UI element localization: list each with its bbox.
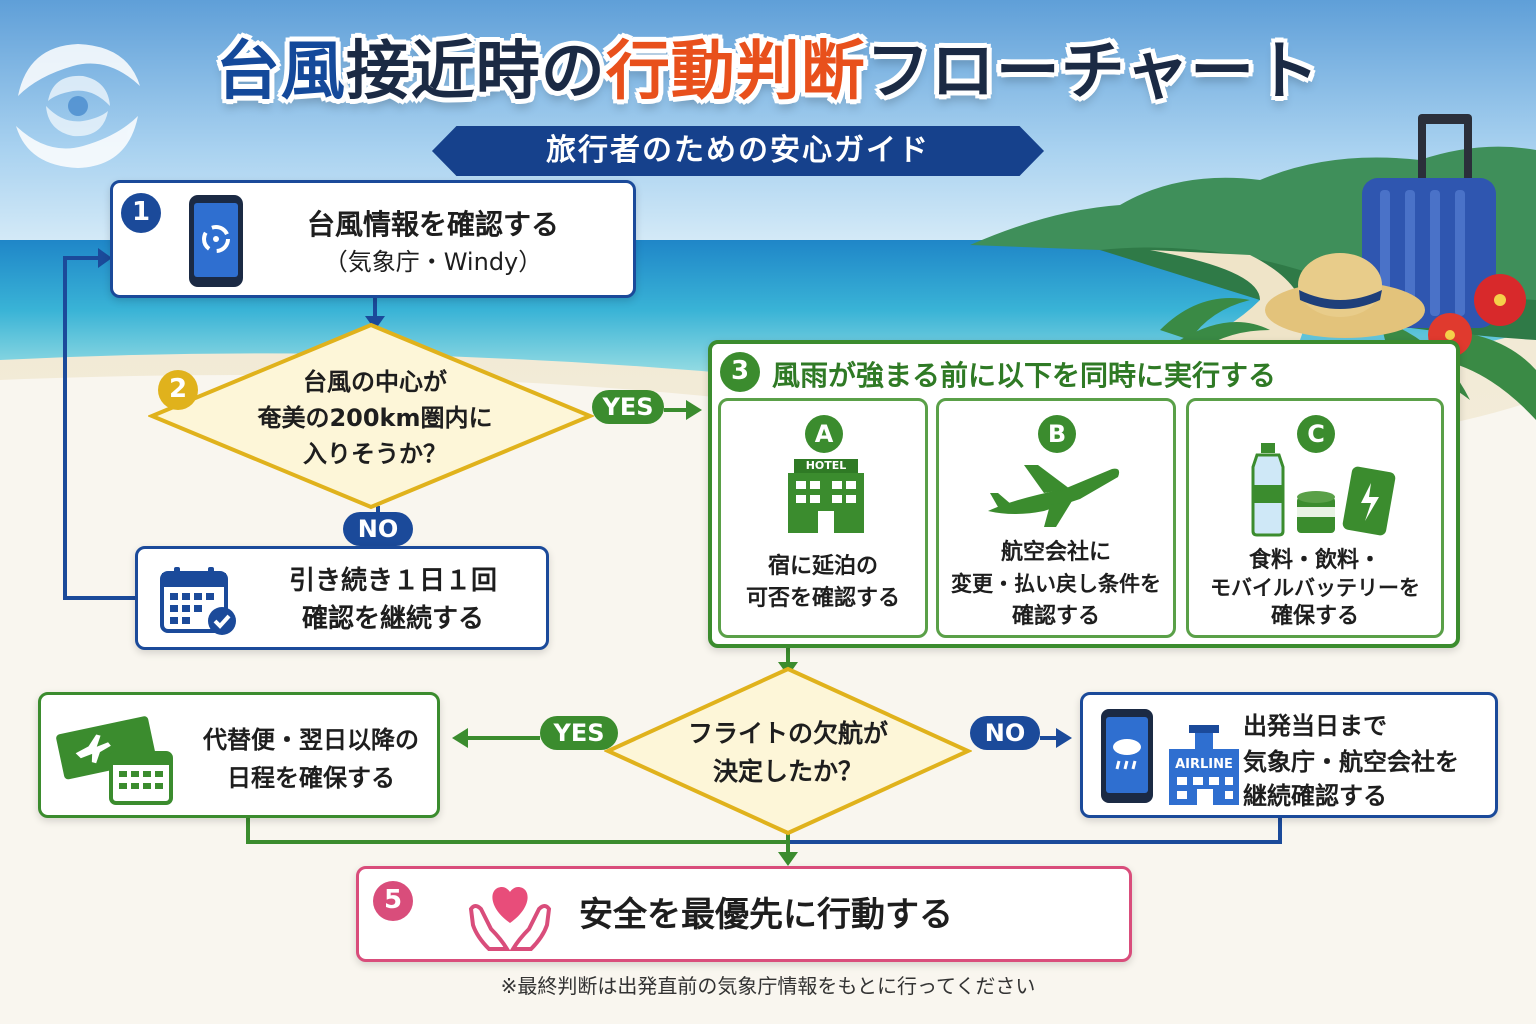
hotel-sign: HOTEL [805, 459, 847, 472]
monitoring-line3: 継続確認する [1243, 782, 1387, 810]
step5-box: 5 安全を最優先に行動する [356, 866, 1132, 962]
airplane-icon [988, 465, 1120, 527]
step4-decision-diamond [604, 666, 972, 836]
step2-decision-diamond [148, 322, 594, 510]
monitoring-line2: 気象庁・航空会社を [1243, 748, 1459, 776]
step4-no-label: NO [970, 716, 1040, 750]
alternative-flight-box: 代替便・翌日以降の 日程を確保する [38, 692, 440, 818]
step2-no-label: NO [343, 512, 413, 546]
step2-number: 2 [158, 370, 198, 410]
phone-airline-icon [1101, 709, 1239, 805]
card-a-line2: 可否を確認する [745, 586, 900, 611]
ticket-calendar-icon [56, 716, 173, 805]
airline-sign: AIRLINE [1175, 757, 1233, 772]
step4-question-line1: フライトの欠航が [687, 719, 888, 748]
supplies-icon [1251, 443, 1396, 537]
card-a-letter: A [805, 415, 843, 453]
title-part-typhoon: 台風 [215, 35, 346, 109]
step2-question-line3: 入りそうか？ [303, 440, 447, 468]
recheck-line2: 確認を継続する [301, 604, 484, 634]
step1-box: 1 台風情報を確認する （気象庁・Windy） [110, 180, 636, 298]
step1-title: 台風情報を確認する [306, 208, 559, 241]
step3-number: 3 [720, 352, 760, 392]
card-a-line1: 宿に延泊の [767, 554, 878, 579]
step1-sources: （気象庁・Windy） [323, 248, 543, 276]
step1-number: 1 [121, 193, 161, 233]
card-b-line3: 確認する [1011, 604, 1100, 629]
footnote: ※最終判断は出発直前の気象庁情報をもとに行ってください [500, 974, 1036, 998]
continue-monitoring-box: AIRLINE 出発当日まで 気象庁・航空会社を 継続確認する [1080, 692, 1498, 818]
step3-heading: 風雨が強まる前に以下を同時に実行する [772, 359, 1277, 392]
recheck-line1: 引き続き１日１回 [288, 566, 497, 596]
straw-hat-icon [1265, 253, 1425, 338]
alternative-line1: 代替便・翌日以降の [203, 726, 419, 754]
step5-text: 安全を最優先に行動する [579, 895, 953, 935]
hotel-icon [788, 459, 864, 533]
subtitle-banner: 旅行者のための安心ガイド [432, 126, 1044, 176]
card-c-line2: モバイルバッテリーを [1210, 576, 1420, 600]
title-part-approach: 接近時の [345, 35, 606, 109]
step2-question-line1: 台風の中心が [303, 368, 447, 396]
action-card-a: A HOTEL 宿に延泊の 可否を確認する [718, 398, 928, 638]
monitoring-line1: 出発当日まで [1243, 712, 1387, 740]
step2-yes-label: YES [592, 390, 664, 424]
title-part-flowchart: フローチャート [865, 35, 1321, 109]
heart-hands-icon [468, 887, 552, 951]
step4-question-line2: 決定したか？ [712, 757, 863, 786]
action-card-c: C 食料・飲料・ モバイルバッテリーを 確保する [1186, 398, 1444, 638]
smartphone-typhoon-icon [189, 195, 243, 287]
page-title: 台風接近時の行動判断フローチャート [0, 20, 1536, 112]
step2-question-line2: 奄美の200km圏内に [257, 404, 493, 432]
calendar-check-icon [160, 567, 236, 635]
recheck-daily-box: 引き続き１日１回 確認を継続する [135, 546, 549, 650]
card-b-line2: 変更・払い戻し条件を [951, 572, 1161, 596]
step5-number: 5 [373, 881, 413, 921]
card-b-line1: 航空会社に [1000, 540, 1111, 565]
title-part-decision: 行動判断 [605, 35, 866, 109]
step4-yes-label: YES [540, 716, 618, 750]
alternative-line2: 日程を確保する [227, 764, 395, 792]
action-card-b: B 航空会社に 変更・払い戻し条件を 確認する [936, 398, 1176, 638]
card-c-line1: 食料・飲料・ [1248, 548, 1381, 573]
card-c-line3: 確保する [1270, 604, 1359, 629]
card-c-letter: C [1297, 415, 1335, 453]
card-b-letter: B [1038, 415, 1076, 453]
